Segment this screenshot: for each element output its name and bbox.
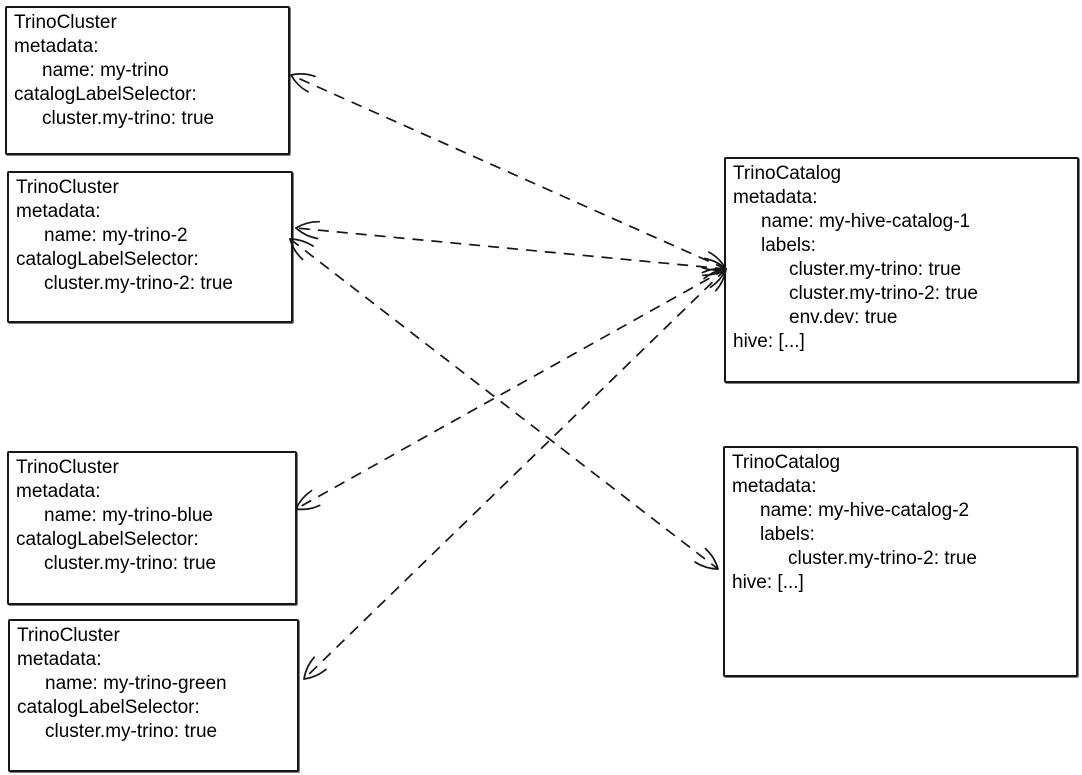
yaml-line: hive: [...] — [732, 572, 804, 593]
yaml-line: TrinoCluster — [16, 177, 119, 198]
yaml-line: labels: — [761, 235, 816, 256]
arrow-head — [703, 257, 727, 270]
trinocluster-my-trino-box: TrinoCluster metadata: name: my-trino catal… — [5, 6, 290, 155]
arrow-head — [701, 267, 727, 274]
yaml-line: metadata: — [733, 187, 818, 208]
yaml-line: hive: [...] — [733, 331, 805, 352]
yaml-line: cluster.my-trino-2: true — [789, 283, 978, 304]
arrow-head — [303, 668, 327, 680]
trinocatalog-my-hive-catalog-2-box: TrinoCatalog metadata: name: my-hive-catal… — [723, 446, 1078, 677]
yaml-line: name: my-trino-green — [45, 673, 227, 694]
arrow-head — [701, 268, 727, 277]
yaml-line: TrinoCluster — [16, 457, 119, 478]
arrow-head — [295, 489, 313, 510]
yaml-line: name: my-trino — [42, 60, 169, 81]
yaml-line: metadata: — [17, 649, 102, 670]
yaml-line: TrinoCatalog — [732, 452, 841, 473]
arrow-head — [694, 561, 719, 570]
yaml-line: labels: — [760, 524, 815, 545]
yaml-line: metadata: — [14, 36, 99, 57]
yaml-line: TrinoCatalog — [733, 163, 842, 184]
yaml-line: cluster.my-trino: true — [44, 553, 217, 574]
yaml-line: name: my-hive-catalog-2 — [760, 500, 970, 521]
yaml-line: env.dev: true — [789, 307, 898, 328]
yaml-line: metadata: — [16, 481, 101, 502]
yaml-line: cluster.my-trino-2: true — [44, 273, 233, 294]
yaml-line: catalogLabelSelector: — [17, 697, 200, 718]
yaml-line: name: my-trino-blue — [44, 505, 213, 526]
yaml-line: catalogLabelSelector: — [16, 529, 199, 550]
arrow-trinocatalog-my-hive-catalog-1--trinocluster-my-trino — [290, 74, 727, 270]
arrow-head — [295, 227, 319, 240]
yaml-line: cluster.my-trino: true — [42, 108, 215, 129]
arrow-head — [290, 73, 316, 78]
yaml-line: catalogLabelSelector: — [14, 84, 197, 105]
yaml-line: TrinoCluster — [14, 12, 117, 33]
yaml-line: TrinoCluster — [17, 625, 120, 646]
yaml-line: metadata: — [16, 201, 101, 222]
arrow-head — [289, 238, 314, 247]
arrow-trinocatalog-my-hive-catalog-1--trinocluster-my-trino-2 — [295, 227, 727, 270]
yaml-line: metadata: — [732, 476, 817, 497]
trinocluster-my-trino-blue-box: TrinoCluster metadata: name: my-trino-blue… — [7, 451, 297, 605]
arrow-head — [704, 547, 719, 570]
yaml-line: cluster.my-trino: true — [45, 721, 218, 742]
arrow-head — [290, 74, 309, 93]
trinocluster-my-trino-2-box: TrinoCluster metadata: name: my-trino-2 cat… — [7, 171, 293, 323]
trinocatalog-my-hive-catalog-1-box: TrinoCatalog metadata: name: my-hive-catal… — [724, 157, 1079, 383]
arrow-head — [703, 268, 727, 280]
arrow-trinocatalog-my-hive-catalog-1--trinocluster-my-trino-green — [303, 268, 727, 680]
trinocluster-my-trino-green-box: TrinoCluster metadata: name: my-trino-gree… — [8, 619, 299, 772]
yaml-line: name: my-trino-2 — [44, 225, 188, 246]
yaml-line: name: my-hive-catalog-1 — [761, 211, 971, 232]
yaml-line: catalogLabelSelector: — [16, 249, 199, 270]
arrow-trinocluster-my-trino-2--trinocatalog-my-hive-catalog-2 — [289, 238, 719, 570]
arrow-trinocatalog-my-hive-catalog-1--trinocluster-my-trino-blue — [295, 268, 727, 510]
yaml-line: cluster.my-trino-2: true — [788, 548, 977, 569]
arrow-head — [701, 266, 727, 271]
arrow-head — [303, 656, 316, 680]
arrow-head — [295, 504, 321, 511]
yaml-line: cluster.my-trino: true — [789, 259, 962, 280]
arrow-head — [295, 220, 321, 229]
